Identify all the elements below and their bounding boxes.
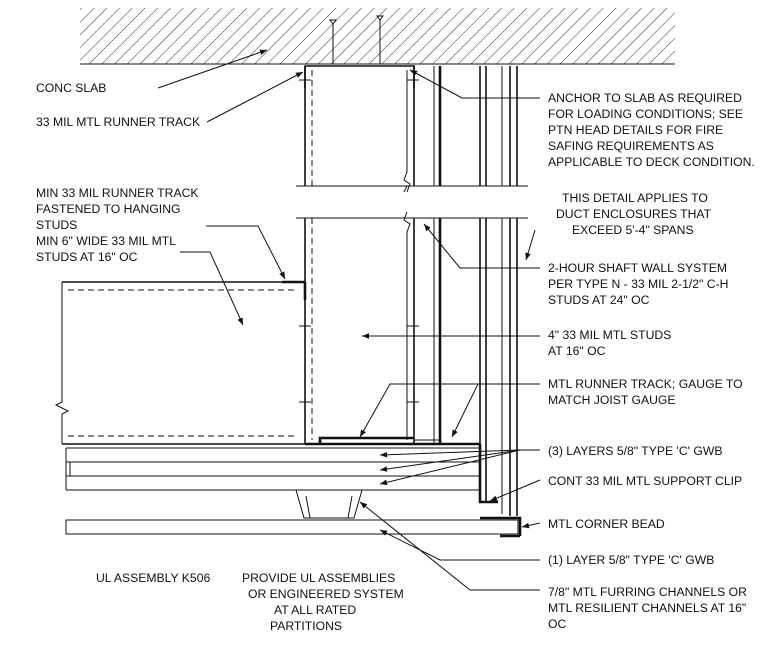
label-conc-slab: CONC SLAB [36, 81, 106, 95]
furring-channel [295, 489, 363, 519]
label-4in-studs: 4" 33 MIL MTL STUDS AT 16" OC [548, 328, 671, 358]
horizontal-studs [54, 280, 307, 445]
svg-text:PARTITIONS: PARTITIONS [270, 619, 342, 633]
svg-text:PER TYPE N - 33 MIL 2-1/2" C-H: PER TYPE N - 33 MIL 2-1/2" C-H [548, 277, 728, 291]
label-mtl-runner-track: MTL RUNNER TRACK; GAUGE TO MATCH JOIST G… [548, 377, 743, 407]
label-shaft-wall: 2-HOUR SHAFT WALL SYSTEM PER TYPE N - 33… [548, 261, 728, 307]
svg-text:MIN 6" WIDE 33 MIL MTL: MIN 6" WIDE 33 MIL MTL [36, 234, 176, 248]
svg-text:DUCT ENCLOSURES THAT: DUCT ENCLOSURES THAT [556, 207, 712, 221]
label-ul-assembly: UL ASSEMBLY K506 [96, 571, 210, 585]
svg-text:OC: OC [548, 617, 566, 631]
svg-text:PTN HEAD DETAILS FOR FIRE: PTN HEAD DETAILS FOR FIRE [548, 123, 723, 137]
svg-text:4" 33 MIL MTL STUDS: 4" 33 MIL MTL STUDS [548, 328, 671, 342]
top-runner-track [304, 65, 415, 88]
label-corner-bead: MTL CORNER BEAD [548, 517, 665, 531]
svg-text:2-HOUR SHAFT WALL SYSTEM: 2-HOUR SHAFT WALL SYSTEM [548, 261, 727, 275]
svg-text:AT ALL RATED: AT ALL RATED [274, 603, 356, 617]
svg-text:MTL RUNNER TRACK; GAUGE TO: MTL RUNNER TRACK; GAUGE TO [548, 377, 743, 391]
svg-text:FASTENED TO HANGING: FASTENED TO HANGING [36, 202, 180, 216]
svg-text:OR ENGINEERED SYSTEM: OR ENGINEERED SYSTEM [248, 587, 404, 601]
svg-text:EXCEED 5'-4" SPANS: EXCEED 5'-4" SPANS [572, 223, 694, 237]
label-min-studs: MIN 6" WIDE 33 MIL MTL STUDS AT 16" OC [36, 234, 176, 264]
svg-text:7/8" MTL FURRING CHANNELS OR: 7/8" MTL FURRING CHANNELS OR [548, 585, 747, 599]
label-anchor-note: ANCHOR TO SLAB AS REQUIRED FOR LOADING C… [548, 91, 755, 169]
svg-text:AT 16" OC: AT 16" OC [548, 344, 606, 358]
svg-text:THIS DETAIL APPLIES TO: THIS DETAIL APPLIES TO [562, 191, 708, 205]
support-clip [478, 444, 498, 504]
svg-text:PROVIDE UL ASSEMBLIES: PROVIDE UL ASSEMBLIES [242, 571, 395, 585]
svg-text:APPLICABLE TO DECK CONDITION.: APPLICABLE TO DECK CONDITION. [548, 155, 755, 169]
label-gwb-3-layers: (3) LAYERS 5/8" TYPE 'C' GWB [548, 444, 722, 458]
svg-text:STUDS AT 16" OC: STUDS AT 16" OC [36, 250, 138, 264]
label-provide-ul: PROVIDE UL ASSEMBLIES OR ENGINEERED SYST… [242, 571, 404, 633]
label-furring: 7/8" MTL FURRING CHANNELS OR MTL RESILIE… [548, 585, 747, 631]
svg-text:SAFING REQUIREMENTS AS: SAFING REQUIREMENTS AS [548, 139, 714, 153]
svg-text:MIN 33 MIL RUNNER TRACK: MIN 33 MIL RUNNER TRACK [36, 186, 199, 200]
svg-text:ANCHOR TO SLAB AS REQUIRED: ANCHOR TO SLAB AS REQUIRED [548, 91, 742, 105]
bottom-runner-track [305, 436, 480, 446]
label-detail-applies: THIS DETAIL APPLIES TO DUCT ENCLOSURES T… [556, 191, 712, 237]
svg-text:STUDS: STUDS [36, 218, 77, 232]
break-lines [296, 185, 528, 219]
leaders [157, 49, 541, 591]
gwb-single-layer [65, 516, 522, 536]
label-min-runner-track: MIN 33 MIL RUNNER TRACK FASTENED TO HANG… [36, 186, 199, 232]
svg-text:STUDS AT 24" OC: STUDS AT 24" OC [548, 293, 650, 307]
label-gwb-1-layer: (1) LAYER 5/8" TYPE 'C' GWB [548, 553, 714, 567]
hanging-studs [299, 66, 419, 444]
label-support-clip: CONT 33 MIL MTL SUPPORT CLIP [548, 474, 742, 488]
gwb-three-layers [65, 447, 480, 491]
svg-text:MATCH JOIST GAUGE: MATCH JOIST GAUGE [548, 393, 676, 407]
slab-anchors [329, 15, 384, 64]
label-runner-track: 33 MIL MTL RUNNER TRACK [36, 115, 200, 129]
svg-text:FOR LOADING CONDITIONS; SEE: FOR LOADING CONDITIONS; SEE [548, 107, 743, 121]
svg-text:MTL RESILIENT CHANNELS AT 16": MTL RESILIENT CHANNELS AT 16" [548, 601, 746, 615]
